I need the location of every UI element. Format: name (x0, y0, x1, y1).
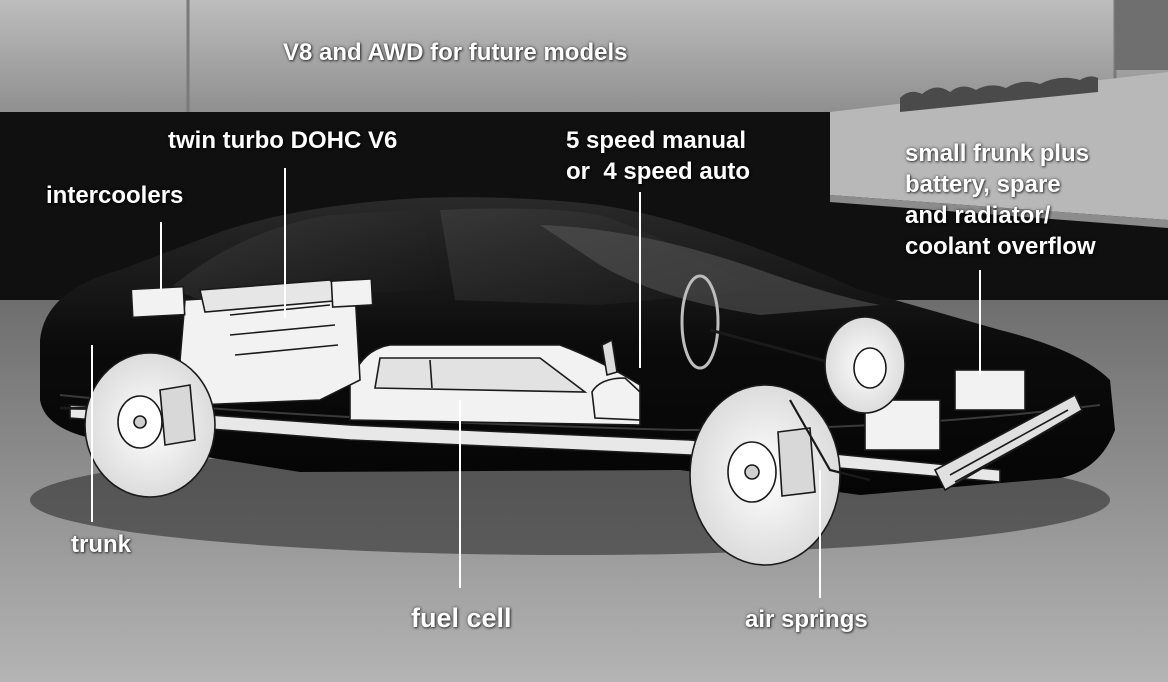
concrete-ledge-face (830, 195, 1168, 228)
wall-top-right (1115, 0, 1168, 70)
steering-wheel (680, 274, 720, 370)
air-spring-strut (789, 399, 871, 482)
label-fuel-cell: fuel cell (411, 603, 512, 633)
frunk-line-3: and radiator/ (905, 202, 1051, 229)
intercooler-left (130, 285, 186, 319)
rear-brake (159, 384, 196, 446)
windshield (540, 225, 880, 315)
label-intercoolers: intercoolers (46, 182, 184, 209)
label-trunk: trunk (71, 531, 131, 558)
chassis-sketch (59, 278, 1084, 566)
leader-lines (91, 168, 981, 598)
headline: V8 and AWD for future models (283, 39, 628, 66)
front-brake (777, 427, 816, 497)
cam-covers (229, 304, 339, 356)
transmission-line-1: 5 speed manual (566, 127, 747, 154)
fuel-cell-top (374, 357, 588, 393)
rear-glass (170, 210, 440, 300)
steering-column (709, 328, 841, 367)
frunk-line-1: small frunk plus (905, 140, 1090, 167)
gear-shifter (601, 338, 618, 377)
intercooler-right (330, 278, 374, 308)
frunk-line-2: battery, spare (905, 171, 1061, 198)
label-frunk: small frunk plus battery, spare and radi… (905, 138, 1096, 262)
shrubbery (900, 76, 1098, 112)
label-air-springs: air springs (745, 606, 868, 633)
frunk-line-4: coolant overflow (905, 233, 1096, 260)
label-engine: twin turbo DOHC V6 (168, 127, 398, 154)
transmission-line-2: or 4 speed auto (566, 158, 751, 185)
label-transmission: 5 speed manual or 4 speed auto (566, 125, 750, 187)
battery (954, 369, 1026, 411)
transmission (591, 377, 641, 421)
